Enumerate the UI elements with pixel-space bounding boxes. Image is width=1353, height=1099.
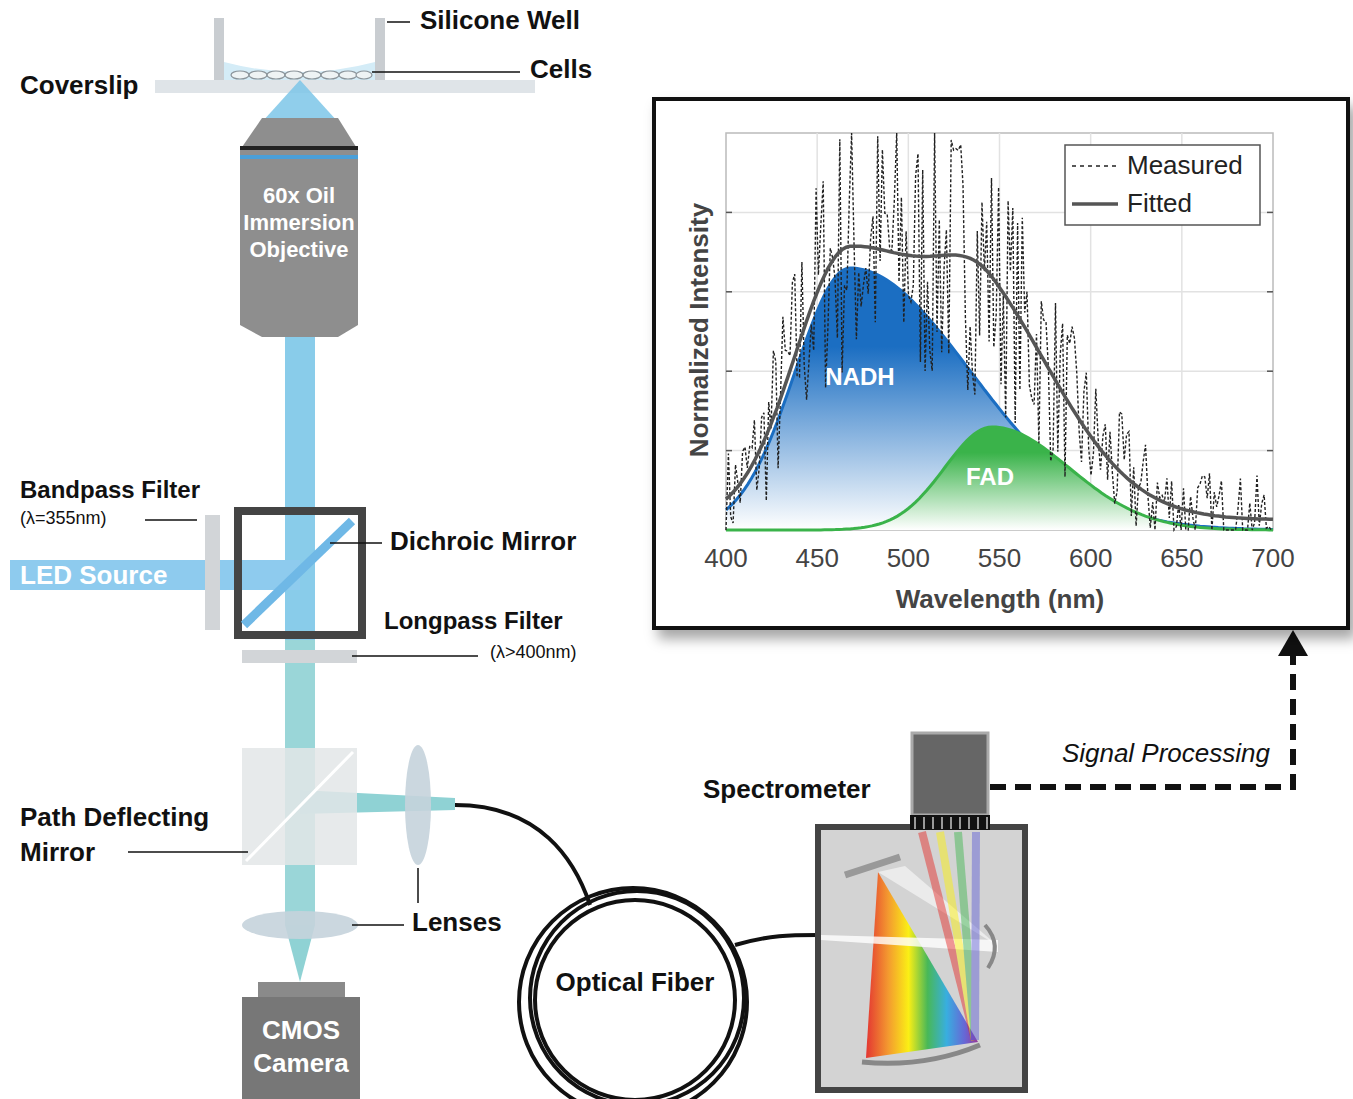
pin-gap <box>950 817 952 829</box>
objective-ring <box>240 146 358 150</box>
lens <box>242 911 358 939</box>
dichroic-mirror <box>244 521 352 625</box>
coverslip <box>155 80 535 93</box>
wavelength-note: (λ=355nm) <box>20 508 107 530</box>
tick <box>726 212 732 214</box>
nadh-area <box>726 268 1273 530</box>
part-label: Path Deflecting Mirror <box>20 800 255 870</box>
curve-label: FAD <box>966 463 1014 492</box>
arrowhead <box>1278 630 1308 656</box>
node-text: CMOS Camera <box>242 1014 360 1080</box>
well-wall <box>375 18 385 80</box>
spectrometer-housing <box>818 827 1025 1090</box>
part-label: Coverslip <box>20 70 139 101</box>
axis-tick: 400 <box>704 543 747 574</box>
fad-area <box>726 427 1273 530</box>
pin-gap <box>986 817 988 829</box>
part-label: Dichroic Mirror <box>390 526 576 557</box>
objective-ring <box>240 155 358 159</box>
bandpass-filter <box>205 515 220 630</box>
pin-gap <box>959 817 961 829</box>
measured-data <box>726 133 1271 530</box>
part-label: Lenses <box>412 907 502 938</box>
legend-sample <box>1072 165 1118 167</box>
dichroic-cube <box>238 511 362 635</box>
fiber-coil: Optical Fiber <box>535 900 735 1099</box>
tick <box>1267 450 1273 452</box>
fitted-curve <box>726 246 1273 519</box>
tick <box>1267 291 1273 293</box>
focus-cone <box>262 80 338 122</box>
node-text: Spectrometer <box>703 773 871 805</box>
part-label: Silicone Well <box>420 5 580 36</box>
axis-tick: 550 <box>978 543 1021 574</box>
grid-line <box>726 291 1273 293</box>
led-source: LED Source <box>10 560 300 590</box>
pin-gap <box>968 817 970 829</box>
edge-label: Signal Processing <box>1059 738 1273 769</box>
legend-sample <box>1072 202 1118 206</box>
axis-tick: 600 <box>1069 543 1112 574</box>
legend-text: Measured <box>1127 150 1243 181</box>
pin-gap <box>923 817 925 829</box>
wavelength-note: (λ>400nm) <box>490 642 577 664</box>
tick <box>1267 370 1273 372</box>
part-label: Longpass Filter <box>384 607 563 636</box>
well-wall <box>214 18 224 80</box>
cells <box>231 71 372 79</box>
tick <box>726 291 732 293</box>
deflecting-mirror <box>246 752 353 861</box>
detector <box>912 733 988 815</box>
focused-light <box>922 832 976 1040</box>
pin-gap <box>914 817 916 829</box>
tick <box>726 370 732 372</box>
detector-pins <box>910 815 990 830</box>
nadh-curve <box>726 268 1273 530</box>
part-label: Cells <box>530 54 592 85</box>
axis-tick: 450 <box>795 543 838 574</box>
pin-gap <box>977 817 979 829</box>
legend-box <box>1065 145 1260 225</box>
led-beam <box>10 560 300 590</box>
camera-mount <box>258 982 345 998</box>
node-text: Wavelength (nm) <box>896 584 1104 614</box>
cmos-camera: CMOS Camera <box>242 997 360 1099</box>
medium <box>224 62 375 80</box>
beam <box>285 335 315 640</box>
tick <box>1267 212 1273 214</box>
leader-lines <box>128 22 520 925</box>
pin-gap <box>941 817 943 829</box>
axis-tick: 500 <box>887 543 930 574</box>
curve-label: NADH <box>825 363 894 392</box>
curved-mirror <box>985 925 995 968</box>
axis-tick: 650 <box>1160 543 1203 574</box>
optical-fiber <box>455 805 590 905</box>
dashed-line <box>990 654 1293 787</box>
camera-body <box>242 997 360 1099</box>
objective-body <box>240 118 358 337</box>
node-text: Optical Fiber <box>535 966 735 999</box>
plot-frame <box>726 133 1273 530</box>
node-text: LED Source <box>10 560 300 590</box>
spectrometer: Spectrometer <box>818 733 1025 1090</box>
signal-connector <box>990 630 1308 787</box>
lens <box>405 745 431 865</box>
fiber-coil <box>519 888 747 1099</box>
legend-text: Fitted <box>1127 188 1192 219</box>
grating <box>845 857 900 875</box>
pin-gap <box>932 817 934 829</box>
deflecting-cube <box>242 748 357 865</box>
objective-label: 60x Oil Immersion Objective <box>240 162 358 312</box>
focusing-mirror <box>862 1045 980 1063</box>
part-label: Bandpass Filter <box>20 476 200 505</box>
tick <box>726 450 732 452</box>
optical-fiber <box>735 935 818 945</box>
node-text: 60x Oil Immersion Objective <box>240 182 358 263</box>
longpass-filter <box>242 650 357 663</box>
fad-curve <box>726 427 1273 530</box>
node-text: Normalized Intensity <box>684 203 714 457</box>
pin-gaps <box>915 817 987 829</box>
axis-tick: 700 <box>1251 543 1294 574</box>
